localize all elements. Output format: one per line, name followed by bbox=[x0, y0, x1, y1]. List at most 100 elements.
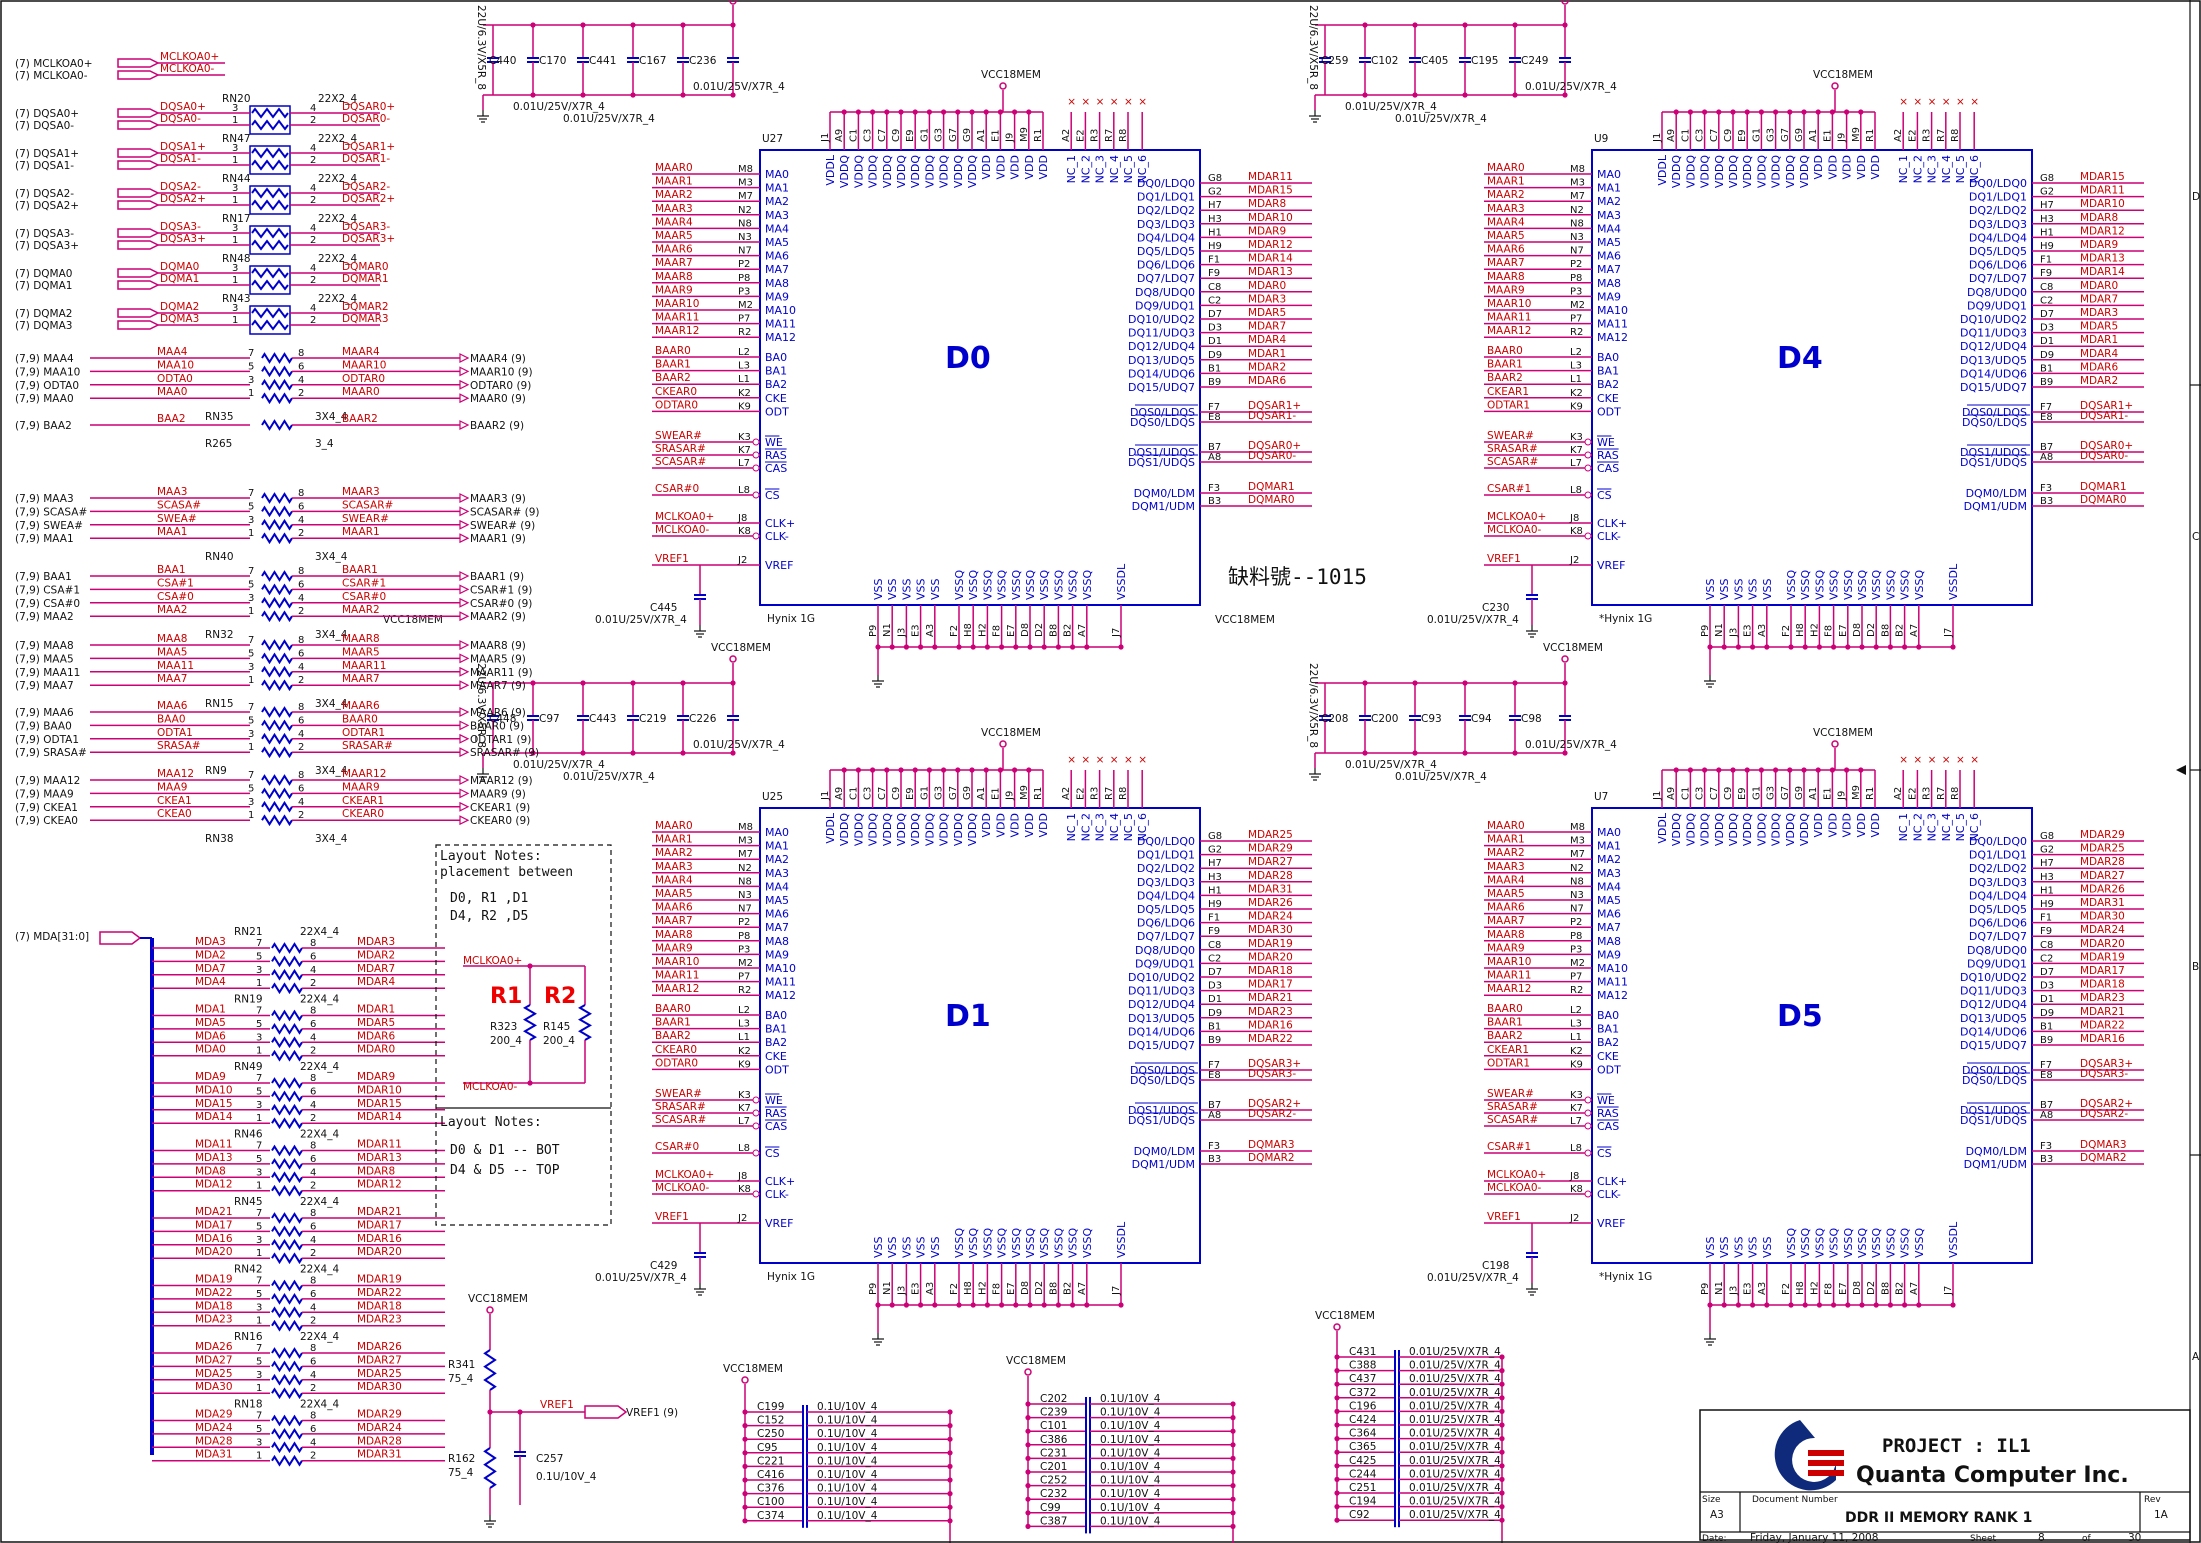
pin-name: DQ2/LDQ2 bbox=[1137, 204, 1195, 217]
pin-number: F3 bbox=[1208, 1141, 1220, 1152]
pin-name: DQ13/UDQ5 bbox=[1128, 1012, 1195, 1025]
pin-number: 8 bbox=[310, 1141, 316, 1152]
pin-number: 2 bbox=[310, 1383, 316, 1394]
inversion-bubble bbox=[1584, 451, 1592, 459]
pin-number: 5 bbox=[256, 1424, 262, 1435]
pin-number: D8 bbox=[1852, 623, 1863, 637]
junction-dot bbox=[1362, 750, 1368, 756]
net-label: VREF1 bbox=[1487, 1211, 1521, 1223]
pin-name: VDDQ bbox=[838, 155, 851, 188]
pin-number: F9 bbox=[2040, 926, 2052, 937]
pin-number: 3 bbox=[232, 103, 238, 114]
pin-number: 7 bbox=[256, 1411, 262, 1422]
chip-refdes: U7 bbox=[1594, 791, 1608, 803]
junction-dot bbox=[1512, 750, 1518, 756]
junction-dot bbox=[1025, 1496, 1031, 1502]
net-label: MDAR28 bbox=[357, 1435, 402, 1447]
junction-dot bbox=[1735, 644, 1741, 650]
junction-dot bbox=[984, 644, 991, 650]
net-label: MDA17 bbox=[195, 1219, 233, 1231]
pin-number: 1 bbox=[256, 1046, 262, 1057]
pin-number: L8 bbox=[1570, 485, 1582, 496]
pin-number: 1 bbox=[256, 1383, 262, 1394]
port-label: BAAR1 (9) bbox=[470, 571, 524, 583]
resnet-value: 22X2_4 bbox=[318, 173, 357, 185]
pin-name: DQ12/UDQ4 bbox=[1960, 340, 2027, 353]
offpage-port bbox=[117, 70, 160, 80]
company-name: Quanta Computer Inc. bbox=[1856, 1463, 2129, 1488]
pin-name: DQ3/LDQ3 bbox=[1969, 218, 2027, 231]
port-label: CKEAR1 (9) bbox=[470, 802, 530, 814]
net-label: MAAR4 bbox=[655, 216, 693, 228]
net-label: MAAR11 bbox=[1487, 970, 1531, 982]
cap-refdes: C94 bbox=[1471, 713, 1492, 725]
junction-dot bbox=[1230, 1428, 1236, 1434]
net-label: MDAR29 bbox=[1248, 843, 1293, 855]
pin-name: VSSQ bbox=[1067, 1228, 1080, 1258]
net-label: MAAR8 bbox=[1487, 271, 1525, 283]
resistor-element bbox=[271, 1090, 303, 1103]
chip-body bbox=[1591, 807, 2033, 1264]
net-label: MDAR18 bbox=[357, 1300, 402, 1312]
pin-name: MA8 bbox=[765, 935, 789, 948]
net-label: MDAR4 bbox=[357, 976, 395, 988]
pin-number: L3 bbox=[738, 361, 750, 372]
pin-name: VDDQ bbox=[909, 813, 922, 846]
pin-number: 7 bbox=[256, 1141, 262, 1152]
net-label: DQMA0 bbox=[160, 261, 199, 273]
pin-number: P9 bbox=[1700, 1283, 1711, 1295]
pin-name: MA10 bbox=[1597, 962, 1628, 975]
chip-refdes: U25 bbox=[762, 791, 783, 803]
pin-number: K7 bbox=[1570, 1103, 1583, 1114]
junction-dot bbox=[1721, 644, 1727, 650]
junction-dot bbox=[1773, 767, 1779, 773]
net-label: MAAR12 bbox=[1487, 325, 1531, 337]
junction-dot bbox=[947, 1409, 953, 1415]
pin-number: K2 bbox=[1570, 1046, 1583, 1057]
pin-name: CKE bbox=[765, 1050, 787, 1063]
junction-dot bbox=[984, 1302, 991, 1308]
pin-name: MA4 bbox=[1597, 222, 1621, 235]
pin-number: E7 bbox=[1838, 624, 1849, 637]
junction-dot bbox=[1844, 767, 1850, 773]
no-connect-mark: × bbox=[1067, 754, 1076, 766]
pin-number: A3 bbox=[1757, 624, 1768, 637]
junction-dot bbox=[680, 22, 686, 28]
pin-number: L1 bbox=[738, 1032, 750, 1043]
net-label: MDAR27 bbox=[357, 1354, 402, 1366]
pin-number: F7 bbox=[1208, 402, 1220, 413]
net-label: MDAR23 bbox=[1248, 1006, 1293, 1018]
junction-dot bbox=[1026, 767, 1032, 773]
junction-dot bbox=[527, 963, 533, 969]
net-label: MDAR12 bbox=[357, 1179, 402, 1191]
pin-number: 4 bbox=[310, 103, 316, 114]
resnet-value: 3X4_4 bbox=[315, 629, 348, 641]
pin-name: VSSQ bbox=[1899, 570, 1912, 600]
net-label: MAAR10 bbox=[1487, 956, 1531, 968]
power-label: VCC18MEM bbox=[1215, 614, 1275, 626]
pin-number: C9 bbox=[891, 787, 902, 800]
cap-value: 0.1U/10V_4 bbox=[1100, 1407, 1161, 1419]
net-label: DQMA1 bbox=[160, 273, 199, 285]
pin-name: CS bbox=[1597, 489, 1612, 502]
pin-number: D9 bbox=[1208, 350, 1222, 361]
pin-number: 4 bbox=[298, 515, 304, 526]
pin-number: E8 bbox=[2040, 412, 2053, 423]
junction-dot bbox=[1362, 22, 1368, 28]
pin-number: H8 bbox=[1795, 623, 1806, 637]
net-label: DQMAR1 bbox=[342, 273, 389, 285]
pin-number: 2 bbox=[310, 315, 316, 326]
junction-dot bbox=[918, 1302, 924, 1308]
net-label: CSAR#1 bbox=[1487, 1141, 1531, 1153]
pin-name: DQ2/LDQ2 bbox=[1969, 862, 2027, 875]
pin-number: C3 bbox=[863, 129, 874, 142]
junction-dot bbox=[730, 680, 736, 686]
junction-dot bbox=[1362, 92, 1368, 98]
pin-number: 8 bbox=[310, 938, 316, 949]
junction-dot bbox=[855, 109, 862, 115]
net-label: MAAR8 bbox=[342, 633, 380, 645]
no-connect-mark: × bbox=[1928, 96, 1937, 108]
pin-name: VDDQ bbox=[938, 155, 951, 188]
chip-label: D0 bbox=[945, 341, 991, 376]
